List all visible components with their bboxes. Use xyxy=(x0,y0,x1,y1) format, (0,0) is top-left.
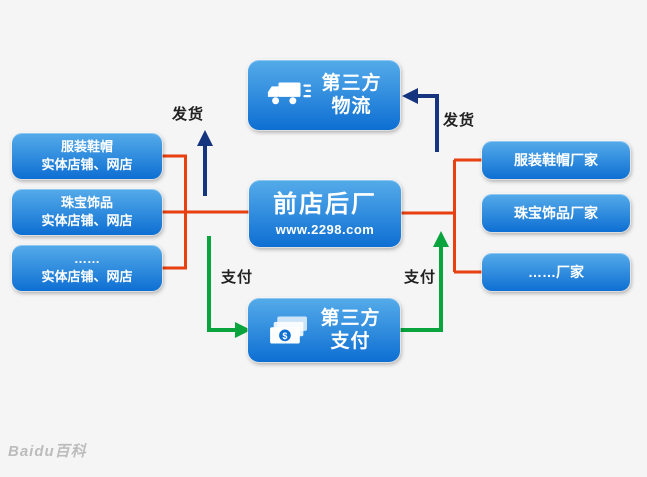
store-jewelry-line1: 珠宝饰品 xyxy=(60,195,113,210)
center-title: 前店后厂 xyxy=(273,190,377,218)
ship-right-arrowhead xyxy=(402,88,418,104)
node-payment: $ 第三方 支付 xyxy=(248,298,400,362)
factory-jewelry-label: 珠宝饰品厂家 xyxy=(514,205,598,221)
pay-right-arrowhead xyxy=(433,231,449,247)
label-pay-left: 支付 xyxy=(221,269,254,286)
ship-left-arrowhead xyxy=(197,130,213,146)
logistics-label-line1: 第三方 xyxy=(321,73,382,94)
label-ship-right: 发货 xyxy=(443,112,476,129)
node-store-jewelry: 珠宝饰品 实体店铺、网店 xyxy=(12,189,162,235)
node-store-clothing: 服装鞋帽 实体店铺、网店 xyxy=(12,133,162,179)
store-clothing-line1: 服装鞋帽 xyxy=(60,139,113,154)
edge-pay-right xyxy=(400,245,443,332)
node-factory-other: ……厂家 xyxy=(482,253,630,291)
svg-text:$: $ xyxy=(283,331,288,341)
center-subtitle: www.2298.com xyxy=(275,221,375,237)
pay-left-arrowhead xyxy=(235,322,251,338)
factory-other-label: ……厂家 xyxy=(528,264,584,280)
logistics-label-line2: 物流 xyxy=(331,96,372,117)
node-store-other: …… 实体店铺、网店 xyxy=(12,245,162,291)
store-other-line2: 实体店铺、网店 xyxy=(41,269,133,284)
node-center: 前店后厂 www.2298.com xyxy=(249,180,401,247)
store-clothing-line2: 实体店铺、网店 xyxy=(41,157,133,172)
label-ship-left: 发货 xyxy=(172,106,205,123)
payment-label-line1: 第三方 xyxy=(320,308,381,329)
factory-clothing-label: 服装鞋帽厂家 xyxy=(514,152,598,168)
node-factory-jewelry: 珠宝饰品厂家 xyxy=(482,194,630,232)
baidu-baike-watermark: Baidu百科 xyxy=(8,443,87,460)
edge-ship-right xyxy=(416,94,439,152)
edge-pay-left xyxy=(207,236,237,332)
store-other-line1: …… xyxy=(74,251,100,266)
node-logistics: 第三方 物流 xyxy=(248,60,400,130)
truck-icon xyxy=(266,80,312,110)
label-pay-right: 支付 xyxy=(404,269,437,286)
banknotes-icon: $ xyxy=(267,312,311,348)
payment-label-line2: 支付 xyxy=(330,331,371,352)
node-factory-clothing: 服装鞋帽厂家 xyxy=(482,141,630,179)
store-jewelry-line2: 实体店铺、网店 xyxy=(41,213,133,228)
